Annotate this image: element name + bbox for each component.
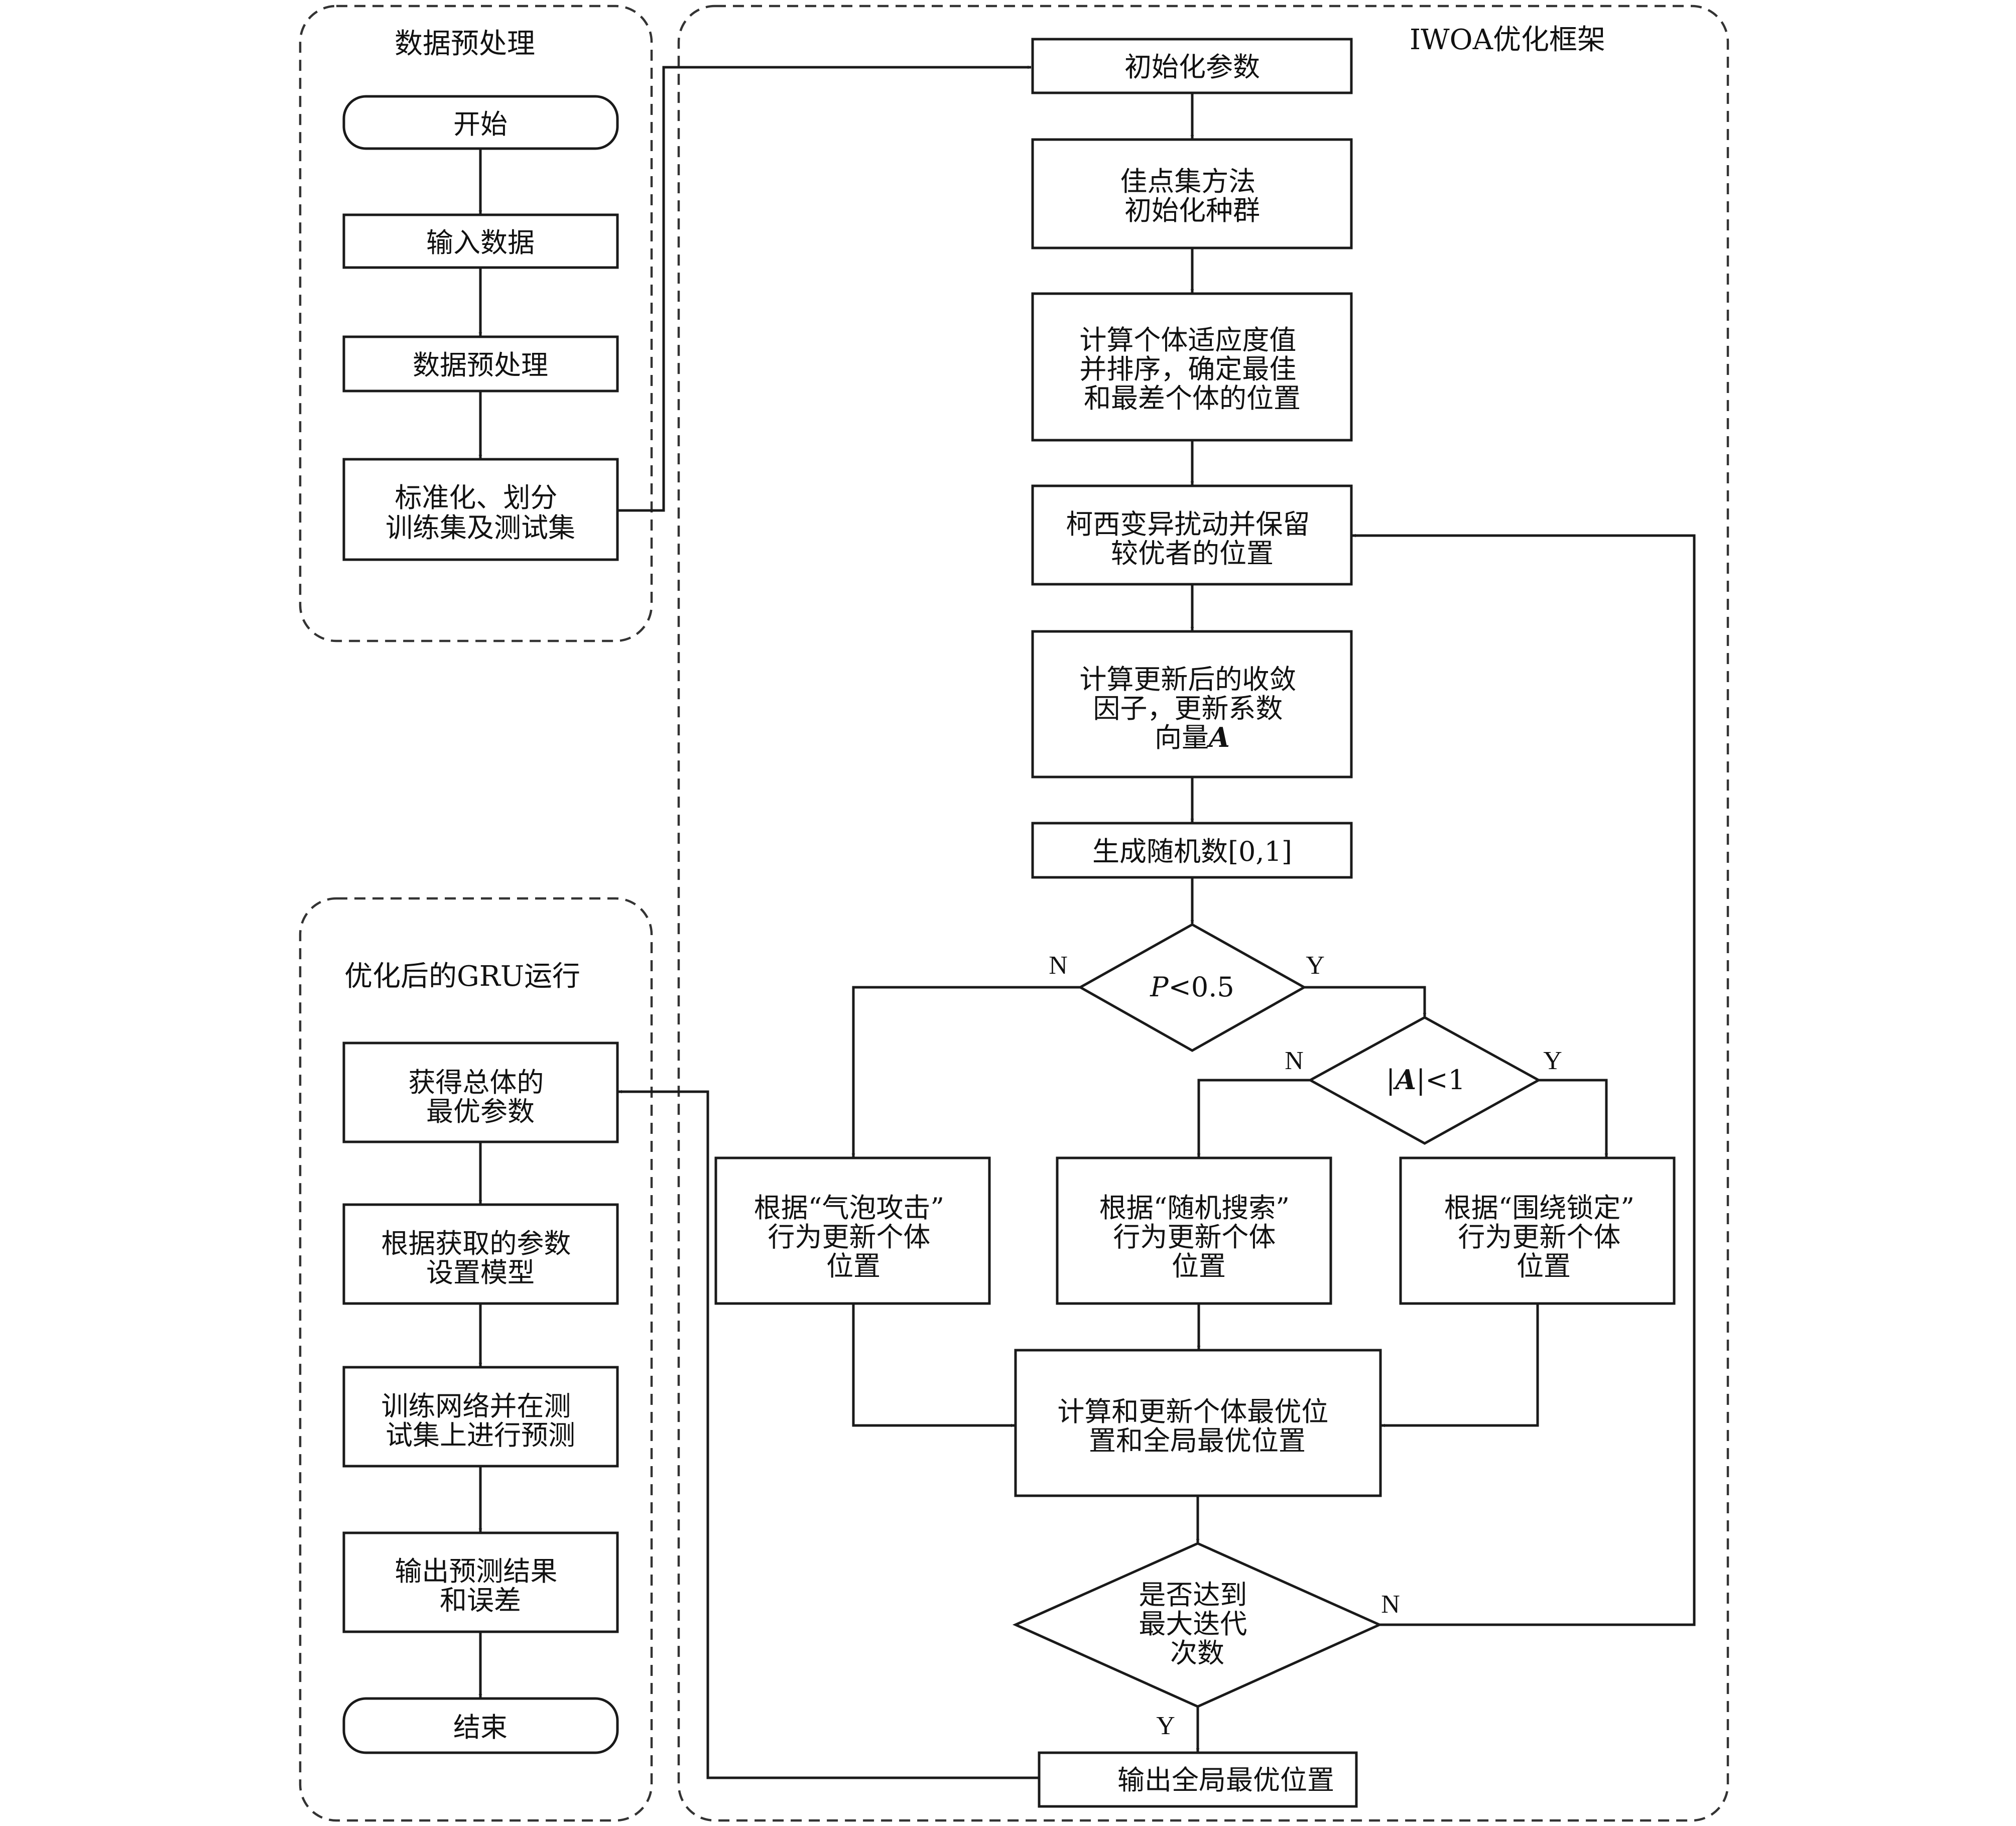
split-box <box>342 458 619 561</box>
arrow-a-no <box>1197 1079 1310 1157</box>
arrow-output-to-gru <box>618 1090 1039 1779</box>
update-factor-label: 计算更新后的收敛 因子，更新系数 向量A <box>1079 664 1305 753</box>
arrow-encircle-update <box>1381 1303 1539 1427</box>
iwoa-group-title: IWOA优化框架 <box>1410 24 1605 56</box>
preprocess-group <box>299 5 653 642</box>
cauchy-box <box>1031 484 1353 586</box>
bubble-attack-box <box>714 1156 991 1305</box>
init-params-label: 初始化参数 <box>1124 51 1260 83</box>
a-yes-label: Y <box>1543 1047 1562 1075</box>
encircle-label: 根据“围绕锁定” 行为更新个体 位置 <box>1444 1192 1643 1282</box>
train-label: 训练网络并在测 试集上进行预测 <box>381 1390 579 1451</box>
arrow-bubble-update <box>852 1303 1015 1427</box>
split-label: 标准化、划分 训练集及测试集 <box>386 482 575 544</box>
output-result-label: 输出预测结果 和误差 <box>395 1555 566 1616</box>
output-best-label: 输出全局最优位置 <box>1117 1764 1334 1796</box>
fitness-box <box>1031 292 1353 442</box>
start-label: 开始 <box>453 108 508 140</box>
arrow-maxiter-no-loop <box>1352 534 1696 1626</box>
update-best-box <box>1014 1349 1382 1497</box>
p-yes-label: Y <box>1306 951 1325 980</box>
decision-p <box>1077 923 1307 1052</box>
gru-group-title: 优化后的GRU运行 <box>344 960 580 993</box>
random-box <box>1031 822 1353 879</box>
set-model-label: 根据获取的参数 设置模型 <box>381 1228 579 1288</box>
end-label: 结束 <box>453 1712 508 1743</box>
random-search-box <box>1056 1156 1332 1305</box>
get-params-label: 获得总体的 最优参数 <box>408 1067 552 1127</box>
decision-a <box>1307 1016 1542 1145</box>
maxiter-no-label: N <box>1381 1590 1400 1619</box>
maxiter-yes-label: Y <box>1156 1712 1175 1740</box>
fitness-label: 计算个体适应度值 并排序，确定最佳 和最差个体的位置 <box>1079 324 1305 414</box>
output-best-box <box>1038 1751 1358 1808</box>
get-params-box <box>342 1041 619 1143</box>
arrow-a-yes <box>1539 1079 1608 1157</box>
input-data-box <box>342 213 619 269</box>
train-box <box>342 1366 619 1468</box>
preprocess-group-title: 数据预处理 <box>395 28 535 60</box>
decision-max-iter-label: 是否达到 最大迭代 次数 <box>1139 1579 1255 1669</box>
end-terminal <box>342 1697 619 1754</box>
update-factor-box <box>1031 630 1353 778</box>
random-label: 生成随机数[0,1] <box>1092 836 1292 867</box>
vector-a-symbol: A <box>1206 721 1230 753</box>
cauchy-label: 柯西变异扰动并保留 较优者的位置 <box>1066 508 1318 569</box>
gru-group <box>299 897 653 1822</box>
arrow-split-to-init <box>617 65 1032 512</box>
input-data-label: 输入数据 <box>426 227 535 258</box>
p-no-label: N <box>1049 951 1068 980</box>
decision-p-label: P<0.5 <box>1150 971 1234 1003</box>
a-no-label: N <box>1285 1047 1304 1075</box>
iwoa-group <box>677 5 1729 1822</box>
arrow-p-yes <box>1304 986 1427 1017</box>
arrow-p-no <box>851 986 1080 1157</box>
random-search-label: 根据“随机搜索” 行为更新个体 位置 <box>1099 1192 1298 1282</box>
decision-a-label: |A|<1 <box>1386 1064 1465 1096</box>
bubble-attack-label: 根据“气泡攻击” 行为更新个体 位置 <box>754 1192 953 1282</box>
encircle-box <box>1399 1156 1676 1305</box>
init-population-label: 佳点集方法 初始化种群 <box>1120 166 1264 226</box>
update-best-label: 计算和更新个体最优位 置和全局最优位置 <box>1057 1396 1337 1457</box>
preprocess-label: 数据预处理 <box>413 349 548 381</box>
output-result-box <box>342 1531 619 1633</box>
set-model-box <box>342 1203 619 1305</box>
